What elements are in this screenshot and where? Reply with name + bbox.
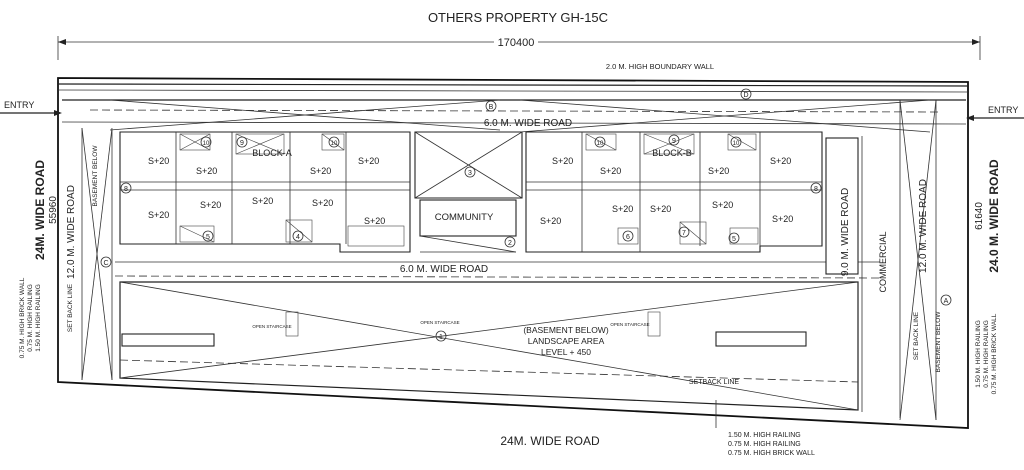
open-staircase-2: OPEN STAIRCASE [420, 320, 459, 325]
marker-5a: 5 [206, 234, 210, 241]
marker-2: 2 [508, 240, 512, 247]
marker-9b: 9 [672, 138, 676, 145]
open-staircase-1: OPEN STAIRCASE [252, 324, 291, 329]
road-mid-label: 6.0 M. WIDE ROAD [400, 264, 488, 275]
svg-text:D: D [743, 92, 748, 99]
marker-a: A [944, 298, 949, 305]
landscape-line1: (BASEMENT BELOW) [523, 325, 608, 335]
unit-b9: S+20 [772, 214, 793, 224]
community-block: COMMUNITY [414, 131, 523, 253]
unit-b2: S+20 [600, 166, 621, 176]
unit-a6: S+20 [200, 200, 221, 210]
right-inner-road-label: 12.0 M. WIDE ROAD [918, 179, 929, 273]
marker-10a: 10 [203, 141, 210, 147]
set-back-line-right: SET BACK LINE [913, 311, 920, 360]
road-top-label: 6.0 M. WIDE ROAD [484, 118, 572, 129]
unit-b7: S+20 [650, 204, 671, 214]
marker-4: 4 [296, 234, 300, 241]
right-outer-road-label: 24.0 M. WIDE ROAD [987, 159, 1001, 273]
setback-line-label: SETBACK LINE [689, 379, 740, 386]
marker-10b: 10 [331, 141, 338, 147]
bottom-railing-2: 0.75 M. HIGH RAILING [728, 441, 801, 448]
block-b: BLOCK-B S+20 S+20 S+20 S+20 S+20 S+20 S+… [525, 131, 823, 253]
numbered-markers: 9 9 10 10 10 10 8 8 3 4 5 5 6 7 2 1 [120, 134, 822, 342]
entry-left[interactable]: ENTRY [0, 100, 62, 116]
marker-10c: 10 [597, 141, 604, 147]
marker-8a: 8 [124, 186, 128, 193]
marker-b: B [485, 100, 497, 112]
unit-a4: S+20 [358, 156, 379, 166]
block-a-label: BLOCK-A [252, 148, 292, 158]
landscape-area: (BASEMENT BELOW) LANDSCAPE AREA LEVEL + … [119, 281, 859, 411]
unit-b5: S+20 [540, 216, 561, 226]
block-a: BLOCK-A S+20 S+20 S+20 S+20 S+20 S+20 S+… [119, 131, 411, 253]
bottom-railing-3: 0.75 M. HIGH BRICK WALL [728, 450, 815, 457]
entry-left-label: ENTRY [4, 100, 34, 110]
unit-a7: S+20 [252, 196, 273, 206]
landscape-line3: LEVEL + 450 [541, 347, 591, 357]
boundary-wall: 2.0 M. HIGH BOUNDARY WALL [57, 62, 969, 93]
landscape-line2: LANDSCAPE AREA [528, 336, 605, 346]
top-service-road [61, 99, 967, 133]
right-railing-2: 0.75 M. HIGH RAILING [983, 320, 990, 388]
site-boundary [57, 77, 969, 429]
plan-title: OTHERS PROPERTY GH-15C [428, 10, 608, 25]
left-roads: 24M. WIDE ROAD 55960 12.0 M. WIDE ROAD B… [19, 127, 113, 381]
marker-c: C [100, 256, 112, 268]
left-height-dimension: 55960 [48, 196, 59, 224]
marker-d: D [740, 88, 752, 100]
unit-b4: S+20 [770, 156, 791, 166]
unit-b3: S+20 [708, 166, 729, 176]
open-staircase-3: OPEN STAIRCASE [610, 322, 649, 327]
entry-right[interactable]: ENTRY [966, 105, 1024, 121]
marker-9a: 9 [240, 140, 244, 147]
unit-a9: S+20 [364, 216, 385, 226]
block-b-label: BLOCK-B [652, 148, 692, 158]
basement-below-left: BASEMENT BELOW [92, 145, 99, 207]
right-railing-1: 1.50 M. HIGH RAILING [975, 320, 982, 388]
left-inner-road-label: 12.0 M. WIDE ROAD [66, 185, 77, 279]
marker-10d: 10 [733, 141, 740, 147]
left-railing-2: 0.75 M. HIGH RAILING [27, 284, 34, 352]
width-dimension: 170400 [57, 35, 981, 60]
svg-text:C: C [103, 260, 108, 267]
right-railing-3: 0.75 M. HIGH BRICK WALL [991, 313, 998, 394]
bottom-road-label: 24M. WIDE ROAD [500, 434, 600, 448]
right-roads: 9.0 M. WIDE ROAD COMMERCIAL 12.0 M. WIDE… [825, 99, 1001, 421]
unit-a8: S+20 [312, 198, 333, 208]
unit-b1: S+20 [552, 156, 573, 166]
left-railing-3: 1.50 M. HIGH RAILING [35, 284, 42, 352]
unit-b8: S+20 [712, 200, 733, 210]
unit-b6: S+20 [612, 204, 633, 214]
entry-right-label: ENTRY [988, 105, 1018, 115]
right-height-dimension: 61640 [974, 202, 985, 230]
marker-7: 7 [682, 230, 686, 237]
unit-a2: S+20 [196, 166, 217, 176]
basement-below-right: BASEMENT BELOW [935, 311, 942, 373]
width-dimension-label: 170400 [498, 37, 535, 49]
marker-5b: 5 [732, 236, 736, 243]
left-railing-1: 0.75 M. HIGH BRICK WALL [19, 277, 26, 358]
unit-a1: S+20 [148, 156, 169, 166]
set-back-line-left: SET BACK LINE [67, 283, 74, 332]
left-outer-road-label: 24M. WIDE ROAD [33, 160, 47, 260]
right-mid-road-label: 9.0 M. WIDE ROAD [840, 188, 851, 276]
bottom-railing-notes: 1.50 M. HIGH RAILING 0.75 M. HIGH RAILIN… [715, 400, 815, 457]
svg-text:B: B [489, 104, 494, 111]
commercial-label: COMMERCIAL [878, 231, 888, 292]
marker-3: 3 [468, 170, 472, 177]
bottom-railing-1: 1.50 M. HIGH RAILING [728, 432, 801, 439]
marker-8b: 8 [814, 186, 818, 193]
unit-a5: S+20 [148, 210, 169, 220]
unit-a3: S+20 [310, 166, 331, 176]
community-label: COMMUNITY [435, 212, 494, 223]
boundary-wall-label: 2.0 M. HIGH BOUNDARY WALL [606, 62, 714, 71]
marker-6: 6 [626, 234, 630, 241]
